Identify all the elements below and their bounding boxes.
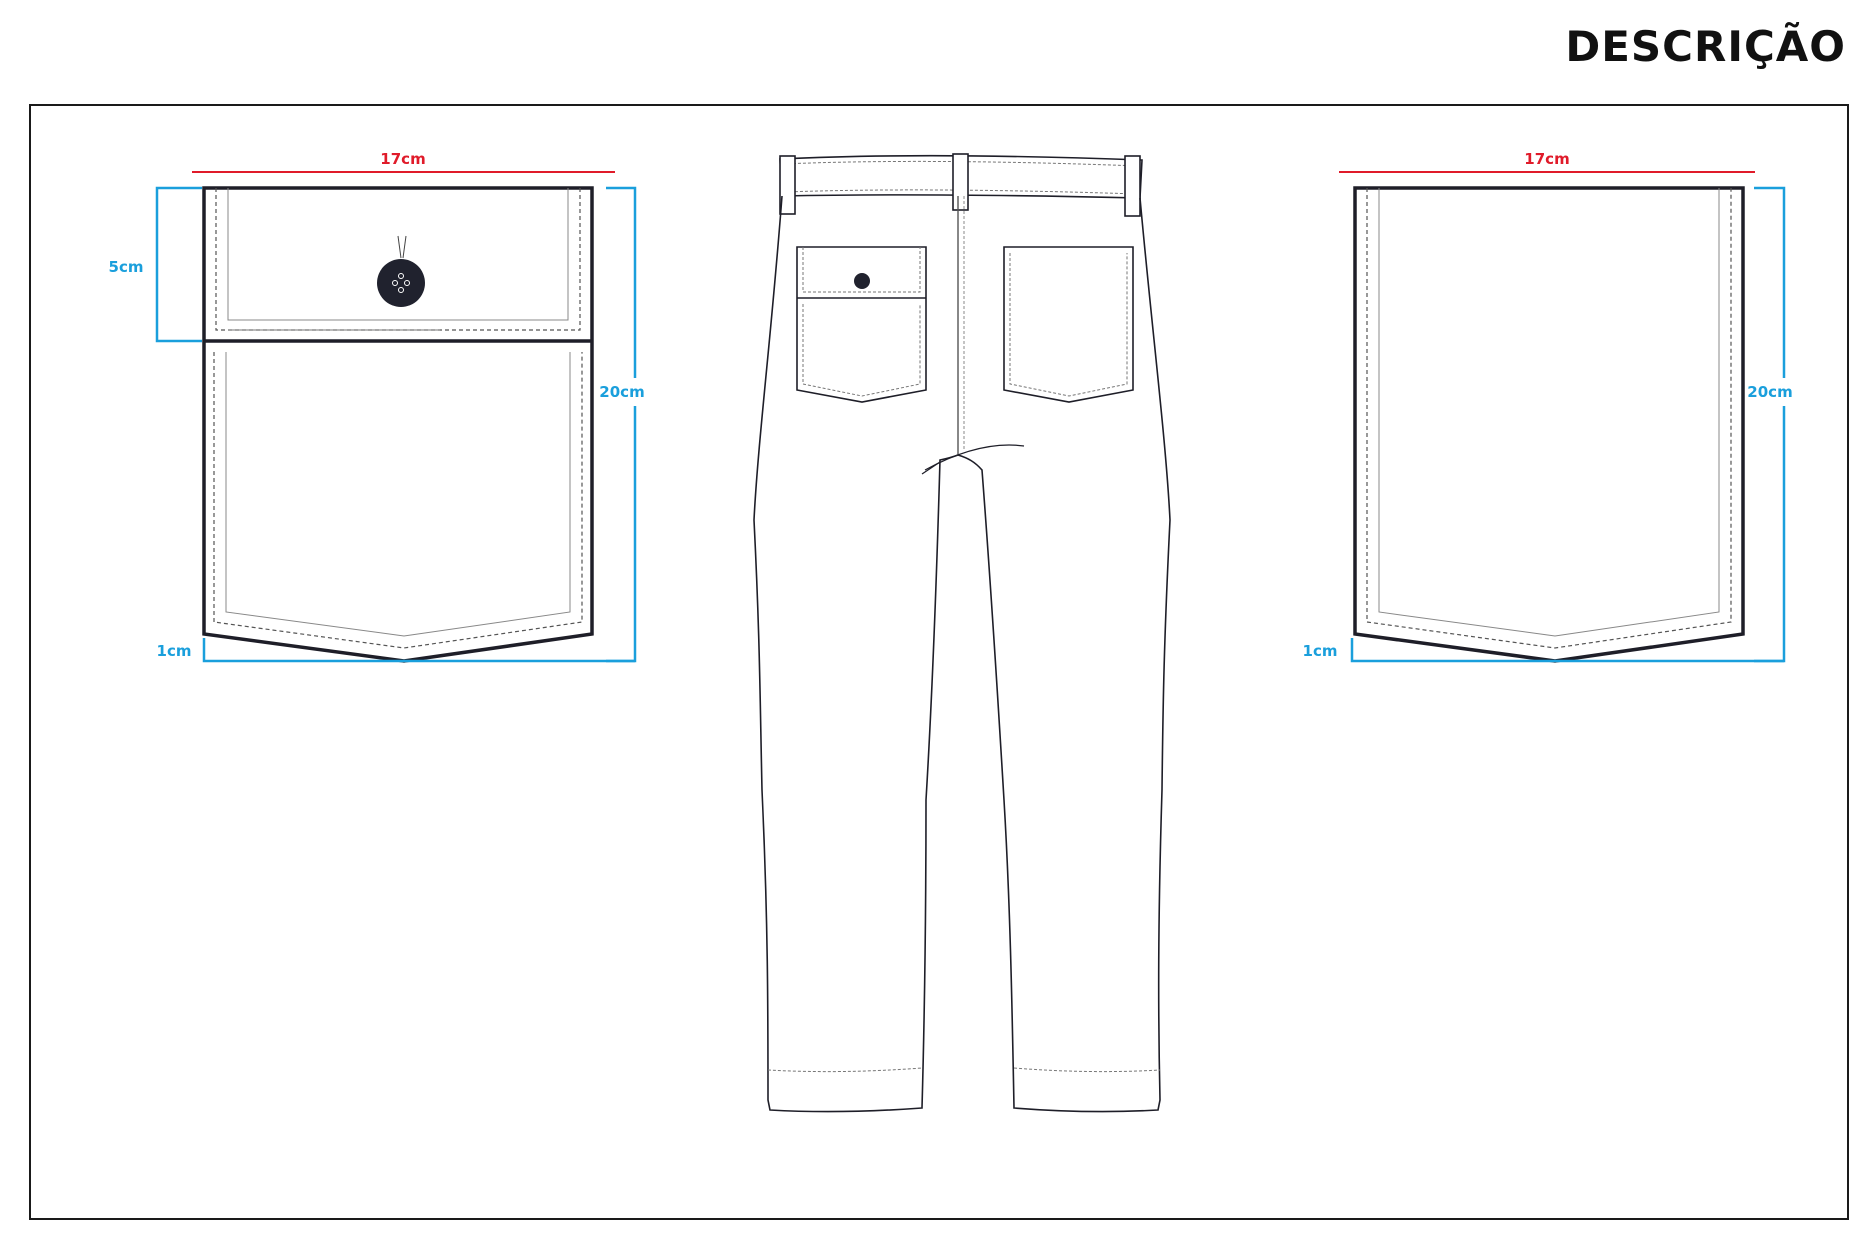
pocket-with-flap: 17cm 5cm 20cm 1cm — [109, 150, 648, 663]
pocket-left-flap-height-label: 5cm — [109, 258, 144, 276]
pocket-right-point-line — [1350, 638, 1784, 663]
pocket-plain: 17cm 20cm 1cm — [1303, 150, 1797, 663]
belt-loop-center — [952, 153, 969, 211]
pocket-right-height-line — [1754, 186, 1786, 663]
pants-back-icon — [753, 153, 1171, 1113]
pocket-left-height-line — [606, 186, 637, 663]
belt-loop-left — [779, 155, 796, 215]
pocket-left-point-line — [202, 638, 635, 663]
back-pocket-left — [796, 246, 927, 403]
pocket-left-outline — [202, 186, 594, 663]
page-title: DESCRIÇÃO — [1565, 22, 1846, 71]
pocket-left-flap-stitch — [215, 188, 581, 331]
back-pocket-button-icon — [854, 273, 870, 289]
pocket-left-flap-height-line — [155, 186, 202, 343]
pocket-right-height-label: 20cm — [1747, 383, 1792, 401]
pants-right-leg — [957, 197, 1171, 1113]
pocket-right-point-label: 1cm — [1303, 642, 1338, 660]
waistband — [779, 154, 1143, 199]
pants-left-leg — [753, 195, 959, 1113]
belt-loop-right — [1124, 155, 1141, 217]
pocket-left-button-icon — [377, 235, 425, 307]
drawing-frame — [29, 104, 1849, 1220]
pocket-left-point-label: 1cm — [157, 642, 192, 660]
pocket-right-width-label: 17cm — [1524, 150, 1569, 168]
pocket-right-stitch — [1366, 188, 1732, 649]
pocket-right-outline — [1353, 186, 1745, 663]
back-pocket-right — [1003, 246, 1134, 403]
pocket-left-width-label: 17cm — [380, 150, 425, 168]
pocket-left-height-label: 20cm — [599, 383, 644, 401]
pocket-left-body-stitch — [213, 352, 583, 649]
